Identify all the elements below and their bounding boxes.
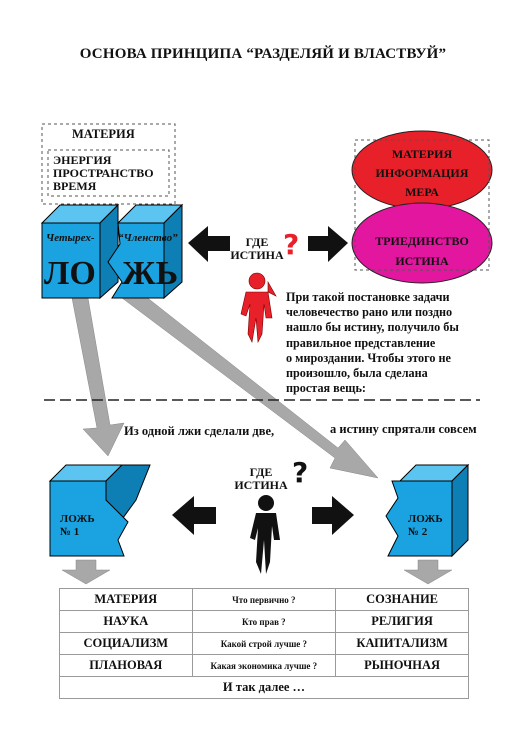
ellipse-line-materia: МАТЕРИЯ bbox=[391, 147, 453, 161]
table-footer-row: И так далее … bbox=[59, 676, 469, 699]
cube-label-four: Четырех- bbox=[46, 232, 95, 244]
space-line: ПРОСТРАНСТВО bbox=[53, 166, 154, 180]
row-right-cell: КАПИТАЛИЗМ bbox=[335, 632, 469, 655]
lie-cube-right bbox=[385, 463, 470, 558]
cube-text-zh: ЖЬ bbox=[122, 255, 179, 292]
ellipse-bottom-text: ТРИЕДИНСТВО ИСТИНА bbox=[352, 231, 492, 271]
energy-line: ЭНЕРГИЯ bbox=[53, 153, 112, 167]
para-line: простая вещь: bbox=[286, 381, 366, 396]
materia-box-outline bbox=[41, 123, 176, 205]
question-bottom: ГДЕ ИСТИНА bbox=[230, 466, 292, 492]
para-line: о мироздании. Чтобы этого не bbox=[286, 350, 451, 365]
row-question-cell: Кто прав ? bbox=[191, 610, 337, 633]
row-left-cell: МАТЕРИЯ bbox=[59, 588, 193, 611]
ellipse-top-text: МАТЕРИЯ ИНФОРМАЦИЯ МЕРА bbox=[352, 145, 492, 202]
materia-heading: МАТЕРИЯ bbox=[72, 127, 135, 141]
ellipse-line-truth: ИСТИНА bbox=[395, 254, 449, 268]
table-row: МАТЕРИЯ Что первично ? СОЗНАНИЕ bbox=[59, 588, 469, 611]
question-top: ГДЕ ИСТИНА bbox=[229, 236, 285, 262]
arrow-right-bottom bbox=[312, 496, 354, 535]
lie-one-number: № 1 bbox=[60, 526, 80, 538]
lie-cube-left bbox=[48, 464, 151, 557]
question-mark-red: ? bbox=[283, 228, 300, 261]
caption-truth-hidden: а истину спрятали совсем bbox=[330, 422, 477, 436]
dichotomy-table: МАТЕРИЯ Что первично ? СОЗНАНИЕ НАУКА Кт… bbox=[59, 588, 469, 699]
row-question-cell: Что первично ? bbox=[191, 588, 337, 611]
lie-one-label: ЛОЖЬ № 1 bbox=[60, 513, 95, 539]
para-line: нашло бы истину, получило бы bbox=[286, 320, 459, 335]
para-line: человечество рано или поздно bbox=[286, 305, 453, 320]
question-bottom-where: ГДЕ bbox=[249, 465, 273, 479]
lie-two-word: ЛОЖЬ bbox=[408, 513, 443, 525]
cube-label-membership: “Членство” bbox=[118, 232, 178, 244]
page-title: ОСНОВА ПРИНЦИПА “РАЗДЕЛЯЙ И ВЛАСТВУЙ” bbox=[79, 46, 447, 62]
lie-one-word: ЛОЖЬ bbox=[60, 513, 95, 525]
row-right-cell: РЫНОЧНАЯ bbox=[335, 654, 469, 677]
table-footer: И так далее … bbox=[59, 676, 469, 699]
arrow-right-top bbox=[308, 226, 348, 262]
cube-text-lo: ЛО bbox=[44, 255, 96, 292]
explanation-paragraph: При такой постановке задачи человечество… bbox=[286, 290, 486, 396]
para-line: При такой постановке задачи bbox=[286, 290, 450, 304]
arrow-left-top bbox=[188, 226, 230, 262]
lie-cube-top bbox=[40, 203, 184, 300]
lie-two-number: № 2 bbox=[408, 526, 428, 538]
caption-one-lie-two: Из одной лжи сделали две, bbox=[124, 424, 275, 438]
ellipse-frame bbox=[354, 139, 490, 271]
ellipse-line-information: ИНФОРМАЦИЯ bbox=[375, 166, 469, 180]
question-top-where: ГДЕ bbox=[245, 235, 269, 249]
row-right-cell: РЕЛИГИЯ bbox=[335, 610, 469, 633]
para-line: произошло, была сделана bbox=[286, 366, 428, 381]
ellipse-line-measure: МЕРА bbox=[405, 185, 439, 199]
thinking-figure-black bbox=[250, 495, 280, 574]
arrow-down-lie2 bbox=[403, 559, 453, 585]
ellipse-truth bbox=[351, 202, 493, 284]
row-question-cell: Какой строй лучше ? bbox=[191, 632, 337, 655]
time-line: ВРЕМЯ bbox=[53, 179, 97, 193]
thinking-figure-red bbox=[240, 272, 277, 344]
row-left-cell: СОЦИАЛИЗМ bbox=[59, 632, 193, 655]
lie-two-label: ЛОЖЬ № 2 bbox=[408, 513, 443, 539]
row-left-cell: ПЛАНОВАЯ bbox=[59, 654, 193, 677]
arrow-left-bottom bbox=[172, 496, 216, 535]
row-right-cell: СОЗНАНИЕ bbox=[335, 588, 469, 611]
arrow-down-lie1 bbox=[61, 559, 111, 585]
energy-box-outline bbox=[47, 149, 170, 197]
question-top-truth: ИСТИНА bbox=[230, 248, 284, 262]
table-row: ПЛАНОВАЯ Какая экономика лучше ? РЫНОЧНА… bbox=[59, 654, 469, 677]
table-row: СОЦИАЛИЗМ Какой строй лучше ? КАПИТАЛИЗМ bbox=[59, 632, 469, 655]
table-row: НАУКА Кто прав ? РЕЛИГИЯ bbox=[59, 610, 469, 633]
ellipse-line-trinity: ТРИЕДИНСТВО bbox=[375, 234, 469, 248]
row-question-cell: Какая экономика лучше ? bbox=[191, 654, 337, 677]
para-line: правильное представление bbox=[286, 335, 436, 350]
row-left-cell: НАУКА bbox=[59, 610, 193, 633]
question-bottom-truth: ИСТИНА bbox=[234, 478, 288, 492]
arrow-down-right bbox=[121, 291, 379, 479]
question-mark-black: ? bbox=[292, 456, 309, 489]
arrow-down-left bbox=[71, 297, 125, 457]
